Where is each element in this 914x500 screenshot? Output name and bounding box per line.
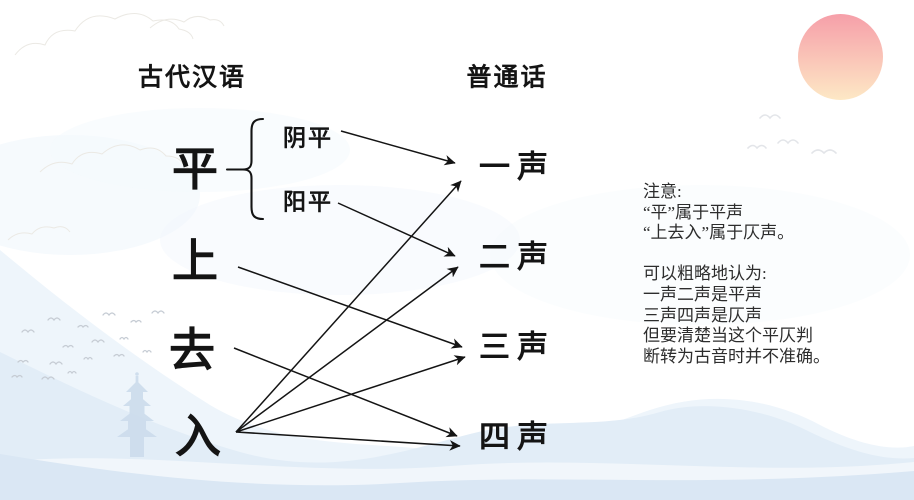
note-line: 注意: [643,182,682,201]
connection-arrow [235,431,461,451]
header-mandarin: 普通话 [466,64,548,92]
subtone-yinping: 阴平 [283,125,333,151]
mandarin-tone-4: 四声 [479,419,555,455]
tone-ru: 入 [175,411,221,462]
note-line: 一声二声是平声 [643,284,762,304]
tone-ping: 平 [172,144,218,195]
note-line: “平”属于平声 [643,202,744,222]
tone-shang: 上 [172,236,218,287]
pagoda-icon [117,372,157,457]
note-line: 断转为古音时并不准确。 [643,346,830,366]
note-line: 可以粗略地认为: [643,264,767,284]
connection-arrow [235,180,462,433]
mandarin-tone-2: 二声 [479,239,555,275]
note-line [643,244,830,265]
bird-flock-icon [11,310,165,381]
bird-faint-icon [747,114,837,155]
connection-arrow [233,347,458,438]
cloud-outline-icon [7,13,225,241]
connection-arrow [337,202,456,257]
subtone-yangping: 阳平 [283,189,333,215]
note-block: 注意: “平”属于平声 “上去入”属于仄声。 可以粗略地认为: 一声二声是平声 … [643,182,830,367]
note-line: “上去入”属于仄声。 [643,223,795,243]
tone-qu: 去 [169,325,215,376]
note-line: 三声四声是仄声 [643,305,762,325]
ping-brace [225,117,265,221]
connection-arrow [235,355,466,433]
header-ancient-chinese: 古代汉语 [137,64,247,92]
connection-arrow [340,130,456,166]
note-line: 但要清楚当这个平仄判 [643,326,813,346]
connection-arrow [235,266,459,433]
mandarin-tone-1: 一声 [479,149,555,185]
connection-arrow [237,266,463,349]
mandarin-tone-3: 三声 [479,329,555,365]
sun-decoration [798,14,883,100]
